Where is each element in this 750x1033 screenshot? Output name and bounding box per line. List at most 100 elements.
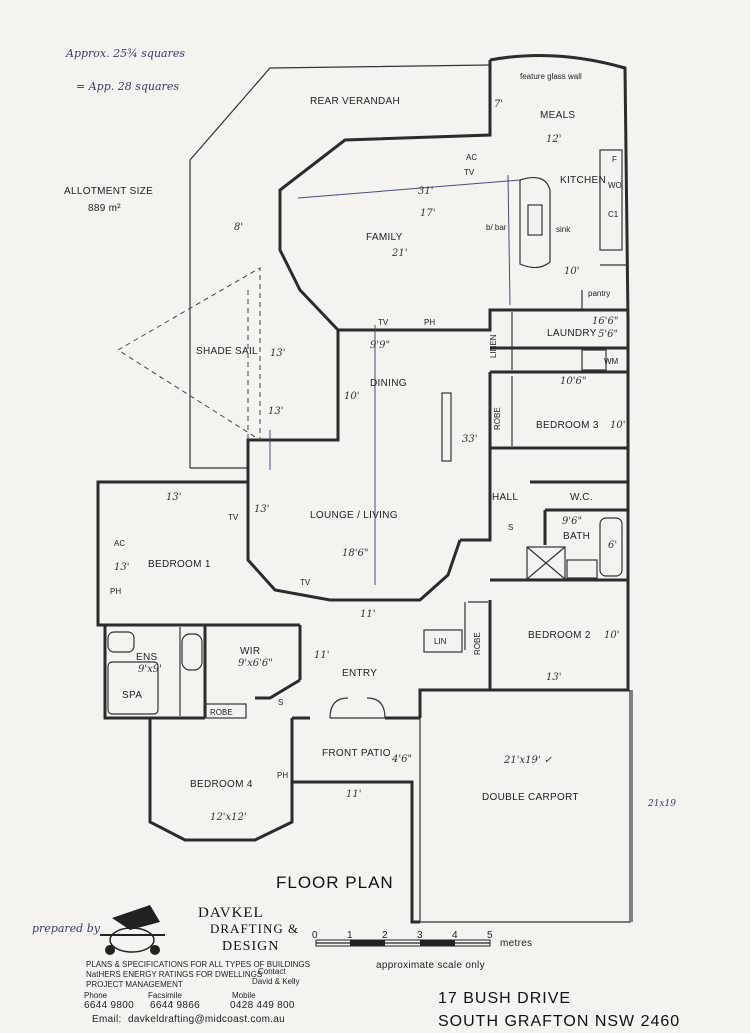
tv-lounge-label: TV <box>300 578 311 587</box>
dim-entry-width: 11' <box>360 609 375 620</box>
phone-number: 6644 9800 <box>84 1000 134 1011</box>
scale-tick-0: 0 <box>312 930 318 941</box>
room-rear-verandah: REAR VERANDAH <box>310 96 400 107</box>
dim-bed1-left: 13' <box>114 562 129 573</box>
washing-machine-label: WM <box>604 357 619 366</box>
wall-oven-label: WO <box>608 181 622 190</box>
dim-bed3-height: 10' <box>610 420 625 431</box>
fridge-label: F <box>612 155 617 164</box>
sink-label: sink <box>556 225 571 234</box>
tv-bedroom1-label: TV <box>228 513 239 522</box>
dim-bath-height: 6' <box>608 540 617 551</box>
room-bedroom-4: BEDROOM 4 <box>190 779 253 790</box>
room-dining: DINING <box>370 378 407 389</box>
contact-label: Contact <box>258 967 286 976</box>
ph-dining-label: PH <box>424 318 435 327</box>
company-logo-mascot-icon <box>100 905 165 955</box>
dimension-lines <box>269 174 521 585</box>
scale-tick-4: 4 <box>452 930 458 941</box>
room-family: FAMILY <box>366 232 403 243</box>
company-name-line1: DAVKEL <box>198 905 264 921</box>
room-wir: WIR <box>240 646 260 657</box>
dim-dining-height: 10' <box>344 391 359 402</box>
room-spa: SPA <box>122 690 142 701</box>
scale-units: metres <box>500 938 532 949</box>
room-bath: BATH <box>563 531 590 542</box>
rear-verandah-outline <box>189 64 491 469</box>
breakfast-bar-label: b/ bar <box>486 223 507 232</box>
dim-17: 17' <box>420 208 435 219</box>
ac-family-label: AC <box>466 153 477 162</box>
exterior-walls <box>96 54 633 924</box>
room-robe-bed3: ROBE <box>493 407 502 430</box>
dim-dining-width: 9'9" <box>370 340 390 351</box>
dim-entry-height: 11' <box>314 650 329 661</box>
room-laundry: LAUNDRY <box>547 328 597 339</box>
dim-carport: 21'x19' ✓ <box>503 755 553 766</box>
dim-meals-width: 12' <box>546 134 561 145</box>
area-note-line2: = App. 28 squares <box>76 80 179 93</box>
scale-tick-1: 1 <box>347 930 353 941</box>
phone-label: Phone <box>84 991 108 1000</box>
room-linen: LINEN <box>489 334 498 358</box>
address-line-1: 17 BUSH DRIVE <box>438 990 571 1007</box>
feature-glass-wall-label: feature glass wall <box>520 72 582 81</box>
dim-verandah: 7' <box>494 99 503 110</box>
shade-sail-outline <box>117 267 261 441</box>
side-note-carport: 21x19 <box>647 799 676 809</box>
dim-laundry-a: 16'6" <box>592 316 618 327</box>
mobile-number: 0428 449 800 <box>230 1000 295 1011</box>
dim-bed2-width: 13' <box>546 672 561 683</box>
dim-ensuite: 9'x9' <box>138 664 162 675</box>
dim-bed2-height: 10' <box>604 630 619 641</box>
contact-names: David & Kelly <box>252 977 300 986</box>
room-double-carport: DOUBLE CARPORT <box>482 792 579 803</box>
company-name-line3: DESIGN <box>222 939 279 954</box>
allotment-size-label: ALLOTMENT SIZE <box>64 186 153 197</box>
area-note-line1: Approx. 25¾ squares <box>65 47 185 60</box>
dim-8: 8' <box>234 222 243 233</box>
room-bedroom-2: BEDROOM 2 <box>528 630 591 641</box>
dim-lounge-width: 18'6" <box>342 548 368 559</box>
tv-dining-label: TV <box>378 318 389 327</box>
dim-bed1-top: 13' <box>166 492 181 503</box>
cupboard-label: C1 <box>608 210 619 219</box>
fax-number: 6644 9866 <box>150 1000 200 1011</box>
ac-bedroom1-label: AC <box>114 539 125 548</box>
room-lounge-living: LOUNGE / LIVING <box>310 510 398 521</box>
room-bedroom-1: BEDROOM 1 <box>148 559 211 570</box>
room-meals: MEALS <box>540 110 575 121</box>
email-label: Email: <box>92 1014 122 1025</box>
scale-tick-2: 2 <box>382 930 388 941</box>
scale-bar: 0 1 2 3 4 5 metres approximate scale onl… <box>312 930 532 971</box>
dim-33: 33' <box>462 434 477 445</box>
mobile-label: Mobile <box>232 991 256 1000</box>
company-bullet-1: PLANS & SPECIFICATIONS FOR ALL TYPES OF … <box>86 960 310 969</box>
dim-laundry-width: 5'6" <box>598 329 618 340</box>
fax-label: Facsimile <box>148 991 182 1000</box>
pantry-label: pantry <box>588 289 610 298</box>
ph-bedroom1-label: PH <box>110 587 121 596</box>
allotment-size-value: 889 m² <box>88 203 121 214</box>
smoke-alarm-entry: S <box>278 698 283 707</box>
scale-tick-5: 5 <box>487 930 493 941</box>
room-bedroom-3: BEDROOM 3 <box>536 420 599 431</box>
smoke-alarm-hall: S <box>508 523 513 532</box>
dim-patio-width: 11' <box>346 789 361 800</box>
dim-patio-height: 4'6" <box>391 754 412 765</box>
tv-family-label: TV <box>464 168 475 177</box>
dim-family-width: 21' <box>391 248 407 259</box>
scale-caption: approximate scale only <box>376 960 485 971</box>
plan-title: FLOOR PLAN <box>276 873 394 892</box>
room-kitchen: KITCHEN <box>560 175 606 186</box>
room-lin: LIN <box>434 637 447 646</box>
prepared-by-label: prepared by <box>32 922 101 935</box>
scale-tick-3: 3 <box>417 930 423 941</box>
room-ens: ENS <box>136 652 157 663</box>
company-bullet-3: PROJECT MANAGEMENT <box>86 980 183 989</box>
dim-13a: 13' <box>270 348 285 359</box>
room-wc: W.C. <box>570 492 593 503</box>
dim-13b: 13' <box>268 406 283 417</box>
